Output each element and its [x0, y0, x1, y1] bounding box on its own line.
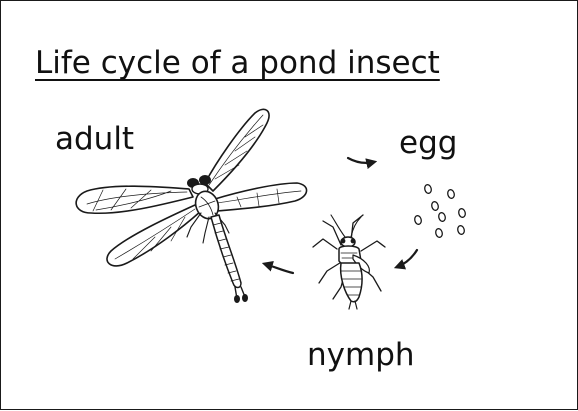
- arrow-egg-to-nymph: [397, 250, 417, 267]
- egg: [435, 228, 443, 238]
- egg: [414, 215, 422, 225]
- dragonfly-adult-icon: [76, 109, 306, 303]
- egg: [424, 184, 432, 194]
- dragonfly-wing-upper-right: [205, 109, 269, 191]
- egg: [458, 208, 466, 218]
- dragonfly-wing-lower-right: [215, 183, 307, 211]
- arrow-adult-to-egg: [348, 158, 374, 163]
- arrow-nymph-to-adult: [265, 264, 293, 273]
- egg: [438, 212, 446, 222]
- nymph-icon: [313, 215, 385, 309]
- egg: [457, 225, 465, 235]
- egg: [447, 189, 455, 199]
- egg: [431, 201, 439, 211]
- nymph-abdomen: [341, 263, 362, 302]
- egg-cluster-icon: [414, 184, 466, 238]
